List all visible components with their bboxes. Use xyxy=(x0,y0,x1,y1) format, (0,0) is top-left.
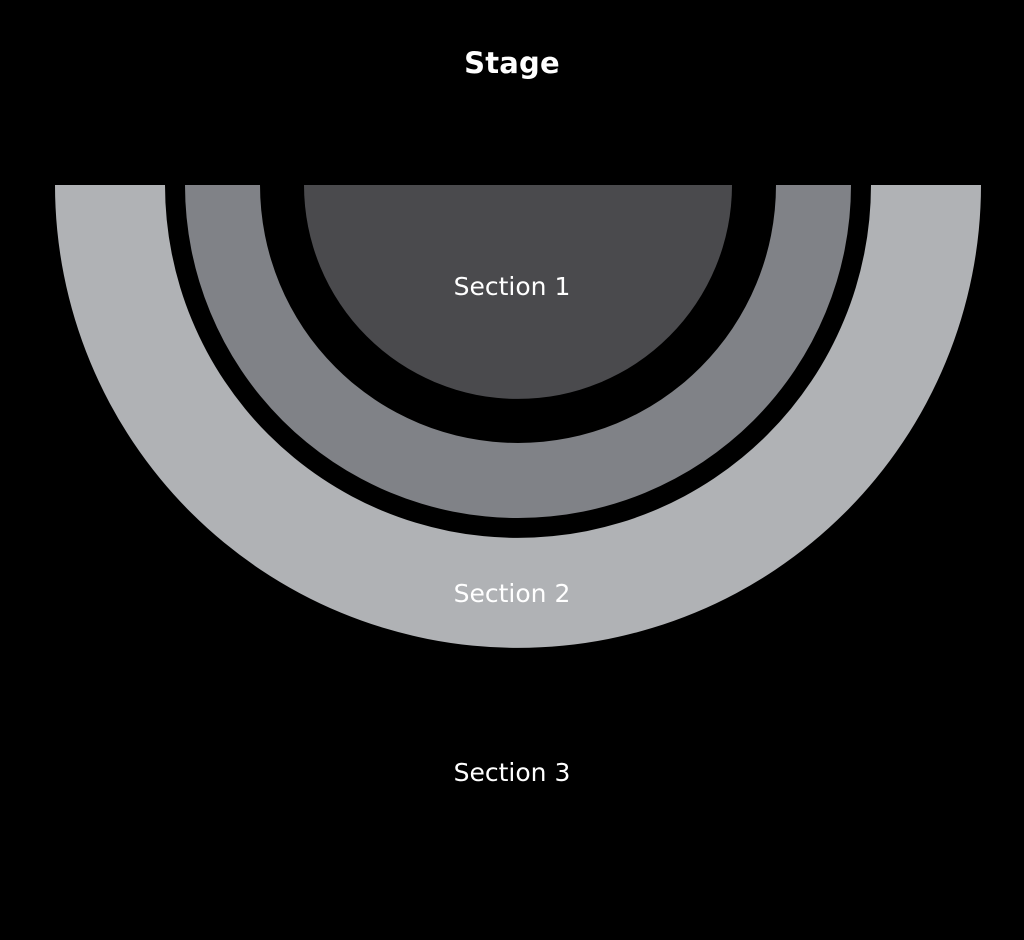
section-3-shape[interactable] xyxy=(55,185,981,648)
section-3-label: Section 3 xyxy=(453,758,571,787)
section-2-shape[interactable] xyxy=(185,185,851,518)
section-1-shape[interactable] xyxy=(304,185,732,399)
stage-label: Stage xyxy=(464,46,560,80)
section-2-label: Section 2 xyxy=(453,579,571,608)
section-1-label: Section 1 xyxy=(453,272,571,301)
